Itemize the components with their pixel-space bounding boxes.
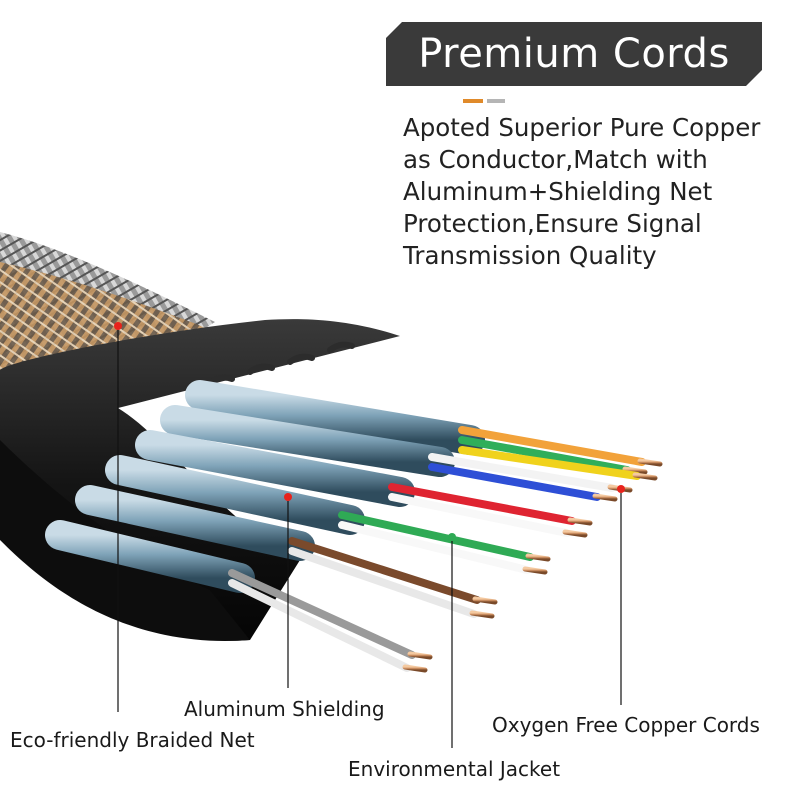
copper-conductor-tip [472, 596, 498, 605]
callout-copper-cords: Oxygen Free Copper Cords [492, 713, 760, 737]
banner: Premium Cords [386, 22, 762, 86]
shielded-core [105, 455, 365, 535]
shielded-core [75, 485, 315, 561]
copper-conductor-tip [522, 566, 548, 575]
copper-conductor-tip [562, 529, 588, 538]
insulated-wire [428, 453, 616, 492]
description-line: Protection,Ensure Signal [403, 209, 702, 238]
shielded-core [160, 405, 455, 477]
insulated-wire [288, 537, 481, 604]
accent-dash-gray [487, 99, 505, 103]
banner-title: Premium Cords [418, 31, 730, 77]
insulated-wire [338, 511, 534, 561]
marker-aluminum-shielding [284, 493, 292, 501]
marker-copper-cords [617, 485, 625, 493]
shielded-core [185, 380, 485, 455]
copper-conductor-tip [469, 610, 495, 619]
insulated-wire [458, 426, 646, 466]
insulated-wire [458, 436, 631, 474]
copper-conductor-tip [637, 458, 663, 467]
shielded-core [135, 430, 415, 507]
copper-conductor-tip [525, 553, 551, 562]
insulated-wire [458, 446, 641, 480]
insulated-wire [388, 483, 576, 525]
copper-conductor-tip [622, 466, 648, 475]
leader-lines [117, 330, 622, 748]
marker-environmental-jacket [448, 533, 456, 541]
insulated-wire [228, 569, 416, 659]
description-line: as Conductor,Match with [403, 145, 708, 174]
jacket-lower-layer [0, 440, 250, 641]
copper-conductor-tip [402, 664, 428, 673]
insulated-wire [338, 521, 531, 574]
callout-environmental-jacket: Environmental Jacket [348, 757, 561, 781]
description: Apoted Superior Pure Copper as Conductor… [403, 112, 793, 272]
description-line: Transmission Quality [403, 241, 657, 270]
accent-dash-orange [463, 99, 483, 103]
insulated-wire [388, 493, 571, 537]
banner-shape [386, 22, 762, 86]
copper-conductor-tip [632, 472, 658, 481]
marker-braided-net [114, 322, 122, 330]
copper-conductor-tip [592, 493, 618, 502]
description-line: Apoted Superior Pure Copper [403, 113, 761, 142]
insulated-wire [428, 463, 601, 501]
copper-conductor-tip [567, 517, 593, 526]
shielded-core [45, 520, 255, 593]
callout-braided-net: Eco-friendly Braided Net [10, 728, 255, 752]
description-line: Aluminum+Shielding Net [403, 177, 713, 206]
insulated-wire [228, 579, 411, 672]
copper-conductor-tip [407, 651, 433, 660]
core-group [45, 380, 663, 673]
callout-aluminum-shielding: Aluminum Shielding [184, 697, 385, 721]
insulated-wire [288, 547, 478, 618]
